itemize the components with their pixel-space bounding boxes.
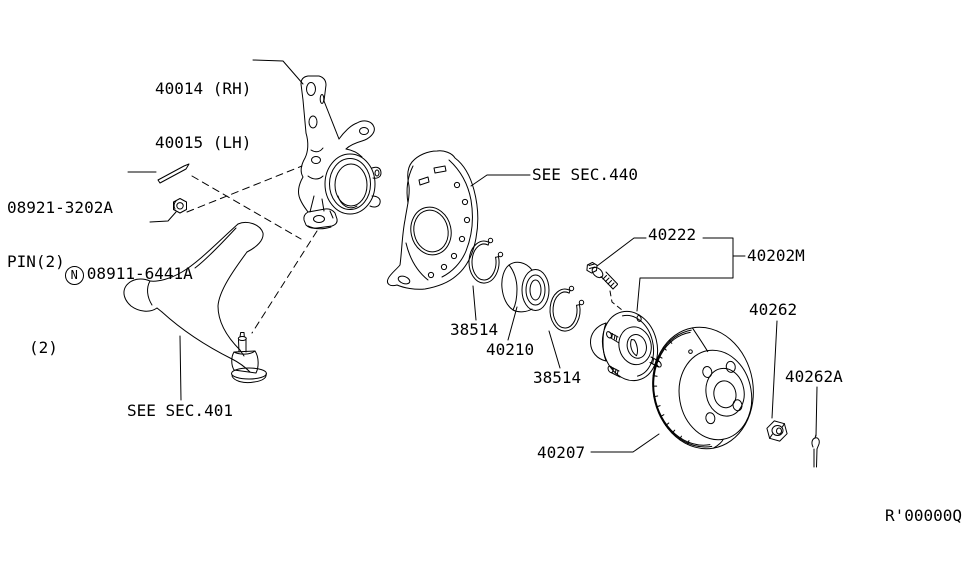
nut-symbol-icon: N bbox=[64, 266, 84, 285]
callout-cotter-pin[interactable]: 40262A bbox=[785, 367, 843, 386]
hub-nut-drawing bbox=[766, 420, 788, 442]
snap-ring-outer-drawing bbox=[468, 237, 504, 284]
steering-knuckle-drawing bbox=[298, 75, 382, 230]
brake-rotor-drawing bbox=[652, 326, 754, 450]
callout-hub-nut[interactable]: 40262 bbox=[749, 300, 798, 319]
callout-hub-bolt[interactable]: 40222 bbox=[648, 225, 697, 244]
callout-brake-rotor[interactable]: 40207 bbox=[537, 443, 586, 462]
hub-bolt-drawing bbox=[586, 261, 618, 290]
locknut-part-label[interactable]: 08911-6441A bbox=[86, 264, 193, 283]
knuckle-rh-label[interactable]: 40014 (RH) bbox=[155, 79, 252, 98]
bearing-drawing bbox=[501, 261, 550, 313]
locknut-qty-label: (2) bbox=[29, 338, 58, 357]
ball-joint-drawing bbox=[231, 332, 267, 384]
callout-knuckle[interactable]: 40014 (RH) 40015 (LH) bbox=[155, 44, 251, 188]
callout-hub-assembly[interactable]: 40202M bbox=[747, 246, 805, 265]
knuckle-lh-label[interactable]: 40015 (LH) bbox=[155, 133, 252, 152]
assembly-dashed-lines bbox=[186, 165, 623, 334]
drawing-ref-code: R'00000Q bbox=[885, 506, 963, 525]
pin-part-label[interactable]: 08921-3202A bbox=[7, 198, 113, 217]
snap-ring-inner-drawing bbox=[549, 285, 585, 332]
split-pin-drawing bbox=[811, 434, 820, 468]
pin-drawing bbox=[157, 163, 190, 184]
see-sec-440-link[interactable]: SEE SEC.440 bbox=[532, 165, 638, 184]
callout-snap-ring-outer[interactable]: 38514 bbox=[450, 320, 499, 339]
pin-qty-label: PIN(2) bbox=[7, 252, 65, 271]
see-sec-401-link[interactable]: SEE SEC.401 bbox=[127, 401, 233, 420]
leader-lines bbox=[127, 59, 818, 453]
locknut-drawing bbox=[173, 198, 187, 214]
callout-wheel-bearing[interactable]: 40210 bbox=[486, 340, 535, 359]
splash-shield-drawing bbox=[387, 150, 479, 290]
callout-pin[interactable]: 08921-3202A PIN(2) bbox=[7, 163, 113, 307]
callout-snap-ring-inner[interactable]: 38514 bbox=[533, 368, 582, 387]
